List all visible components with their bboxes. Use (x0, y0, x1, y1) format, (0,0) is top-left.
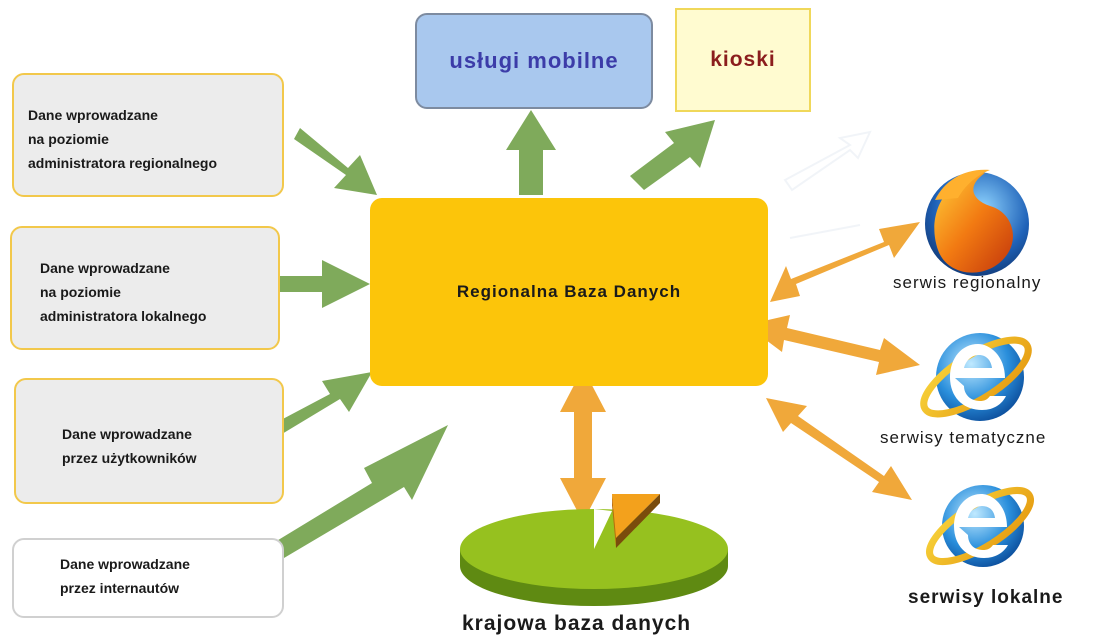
input-box-line: przez internautów (60, 580, 180, 596)
mobile-services-box: usługi mobilne (415, 13, 653, 109)
arrow-to-kiosks (630, 120, 715, 190)
pie-chart (460, 494, 728, 606)
internet-explorer-icon (926, 485, 1034, 567)
faint-arrows (783, 130, 872, 239)
input-box-line: na poziomie (28, 131, 109, 147)
input-box-line: administratora lokalnego (40, 308, 207, 324)
internet-explorer-icon (920, 333, 1032, 421)
arrow-firefox (770, 222, 920, 302)
kiosks-box: kioski (675, 8, 811, 112)
input-arrows (262, 110, 715, 558)
national-database-label: krajowa baza danych (462, 612, 692, 635)
input-box-regional-admin: Dane wprowadzane na poziomie administrat… (12, 73, 284, 197)
arrow-thematic (746, 315, 920, 375)
regional-database-box: Regionalna Baza Danych (370, 198, 768, 386)
input-box-line: Dane wprowadzane (60, 556, 190, 572)
arrow-from-box2 (268, 260, 370, 308)
arrow-from-box4 (270, 425, 448, 558)
input-box-line: Dane wprowadzane (40, 260, 170, 276)
input-box-internet-users: Dane wprowadzane przez internautów (12, 538, 284, 618)
regional-database-label: Regionalna Baza Danych (456, 282, 682, 301)
regional-service-label: serwis regionalny (893, 273, 1042, 292)
arrow-to-mobile (506, 110, 556, 195)
kiosks-label: kioski (710, 48, 776, 71)
input-box-line: Dane wprowadzane (62, 426, 192, 442)
arrow-national (560, 368, 606, 522)
input-box-line: na poziomie (40, 284, 121, 300)
mobile-services-label: usługi mobilne (449, 48, 619, 73)
input-box-line: administratora regionalnego (28, 155, 218, 171)
thematic-services-label: serwisy tematyczne (880, 428, 1047, 447)
local-services-label: serwisy lokalne (908, 587, 1064, 608)
input-box-local-admin: Dane wprowadzane na poziomie administrat… (10, 226, 280, 350)
firefox-icon (925, 169, 1029, 276)
arrow-local (766, 398, 912, 500)
exchange-arrows (560, 222, 920, 522)
arrow-from-box3 (262, 372, 372, 440)
input-box-users: Dane wprowadzane przez użytkowników (14, 378, 284, 504)
input-box-line: Dane wprowadzane (28, 107, 158, 123)
input-box-line: przez użytkowników (62, 450, 197, 466)
arrow-from-box1 (294, 128, 377, 195)
